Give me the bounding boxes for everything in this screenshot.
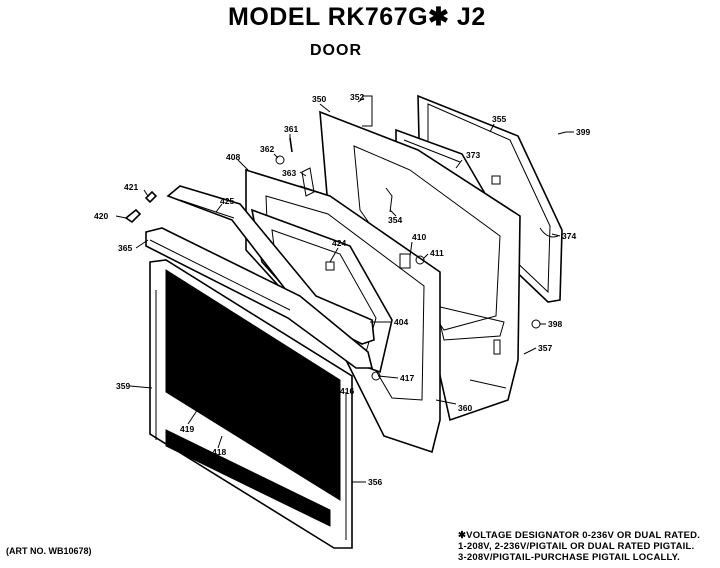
label-354: 354 [388, 215, 402, 225]
voltage-note-line1: ✱VOLTAGE DESIGNATOR 0-236V OR DUAL RATED… [458, 530, 701, 541]
label-350: 350 [312, 94, 326, 104]
label-421: 421 [124, 182, 138, 192]
label-399: 399 [576, 127, 590, 137]
label-352: 352 [350, 92, 364, 102]
label-374: 374 [562, 231, 576, 241]
label-360: 360 [458, 403, 472, 413]
label-411: 411 [430, 248, 444, 258]
label-362: 362 [260, 144, 274, 154]
hardware-parts [124, 95, 567, 418]
label-419: 419 [180, 424, 194, 434]
label-424: 424 [332, 238, 346, 248]
label-356: 356 [368, 477, 382, 487]
label-422: 422 [310, 372, 324, 382]
voltage-note-line3: 3-208V/PIGTAIL-PURCHASE PIGTAIL LOCALLY. [458, 552, 680, 563]
label-363b: 363 [284, 392, 298, 402]
label-398: 398 [548, 319, 562, 329]
label-416: 416 [340, 386, 354, 396]
label-365: 365 [118, 243, 132, 253]
top-trim-bar [166, 185, 375, 345]
door-top-cap [145, 227, 374, 369]
leader-lines [115, 97, 574, 483]
label-418: 418 [212, 447, 226, 457]
label-355: 355 [492, 114, 506, 124]
page-title: MODEL RK767G✱ J2 [228, 3, 486, 31]
label-363: 363 [282, 168, 296, 178]
label-361: 361 [284, 124, 298, 134]
section-subtitle: DOOR [310, 42, 362, 59]
art-number: (ART NO. WB10678) [6, 546, 92, 556]
label-420: 420 [94, 211, 108, 221]
label-373: 373 [466, 150, 480, 160]
part-labels: 350 352 355 399 361 362 408 363 373 421 … [94, 92, 590, 487]
label-359: 359 [116, 381, 130, 391]
label-417: 417 [400, 373, 414, 383]
label-425: 425 [220, 196, 234, 206]
label-408: 408 [226, 152, 240, 162]
outer-door-front [149, 259, 353, 549]
label-404: 404 [394, 317, 408, 327]
label-410: 410 [412, 232, 426, 242]
voltage-note-line2: 1-208V, 2-236V/PIGTAIL OR DUAL RATED PIG… [458, 541, 695, 552]
label-357: 357 [538, 343, 552, 353]
